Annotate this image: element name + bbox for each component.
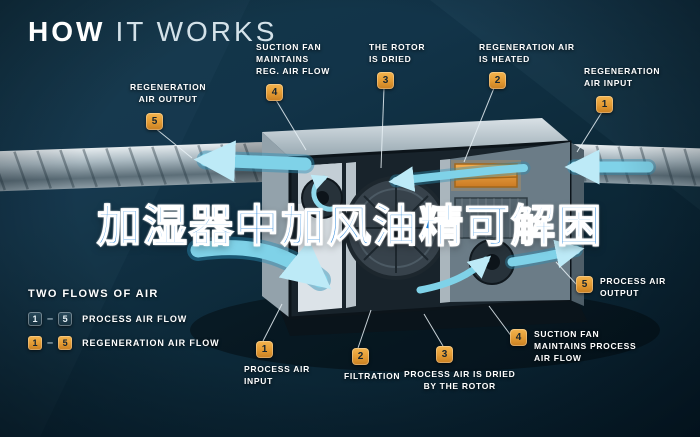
step-badge-4: 4 — [266, 83, 283, 101]
callout-label: SUCTION FAN MAINTAINS PROCESS AIR FLOW — [534, 329, 637, 363]
step-badge-5: 5 — [146, 112, 163, 130]
legend-row-regeneration-air: 1 – 5 REGENERATION AIR FLOW — [28, 336, 220, 350]
callout-label: REGENERATION AIR INPUT — [584, 66, 661, 88]
step-badge-2: 2 — [489, 71, 506, 89]
legend-dash: – — [47, 337, 54, 349]
watermark-text: 加湿器中加风油精可解困 — [96, 201, 603, 252]
legend-label: PROCESS AIR FLOW — [82, 314, 188, 324]
step-badge-1: 1 — [256, 341, 273, 358]
step-badge-3: 3 — [436, 346, 453, 363]
callout-label: REGENERATION AIR OUTPUT — [130, 82, 207, 104]
callout-label: REGENERATION AIR IS HEATED — [479, 42, 575, 64]
legend-badge-from: 1 — [28, 336, 42, 350]
callout-label: PROCESS AIR IS DRIED BY THE ROTOR — [404, 369, 516, 391]
callout-label: THE ROTOR IS DRIED — [369, 42, 426, 64]
legend-badge-to: 5 — [58, 336, 73, 350]
callout-label: SUCTION FAN MAINTAINS REG. AIR FLOW — [256, 42, 330, 76]
callout-label: PROCESS AIR INPUT — [244, 364, 310, 386]
legend-label: REGENERATION AIR FLOW — [82, 338, 220, 348]
legend-badge-from: 1 — [28, 312, 42, 326]
legend-two-flows: TWO FLOWS OF AIR 1 – 5 PROCESS AIR FLOW … — [28, 288, 220, 360]
callout-regeneration-air-output: REGENERATION AIR OUTPUT 5 — [130, 82, 206, 130]
callout-rotor-is-dried: THE ROTOR IS DRIED 3 — [369, 42, 425, 89]
callout-process-air-output: 5 PROCESS AIR OUTPUT — [576, 276, 666, 300]
callout-suction-fan-process: 4 SUCTION FAN MAINTAINS PROCESS AIR FLOW — [510, 329, 636, 365]
legend-title: TWO FLOWS OF AIR — [28, 288, 159, 300]
step-badge-3: 3 — [377, 71, 394, 89]
page-title: HOW IT WORKS — [28, 16, 277, 48]
legend-dash: – — [47, 313, 54, 325]
step-badge-1: 1 — [596, 95, 613, 113]
callout-filtration: 2 FILTRATION — [344, 348, 400, 383]
title-secondary: IT WORKS — [115, 16, 278, 47]
title-primary: HOW — [28, 16, 106, 47]
callout-regeneration-air-input: REGENERATION AIR INPUT 1 — [584, 66, 660, 113]
legend-badge-to: 5 — [58, 312, 73, 326]
step-badge-2: 2 — [352, 348, 369, 365]
step-badge-5: 5 — [576, 276, 593, 293]
callout-process-air-dried: 3 PROCESS AIR IS DRIED BY THE ROTOR — [404, 346, 515, 393]
callout-label: PROCESS AIR OUTPUT — [600, 276, 666, 298]
callout-suction-fan-reg: SUCTION FAN MAINTAINS REG. AIR FLOW 4 — [256, 42, 330, 101]
callout-label: FILTRATION — [344, 371, 401, 381]
legend-row-process-air: 1 – 5 PROCESS AIR FLOW — [28, 312, 220, 326]
callout-process-air-input: 1 PROCESS AIR INPUT — [244, 341, 310, 388]
callout-regeneration-air-heated: REGENERATION AIR IS HEATED 2 — [479, 42, 575, 89]
step-badge-4: 4 — [510, 329, 527, 346]
